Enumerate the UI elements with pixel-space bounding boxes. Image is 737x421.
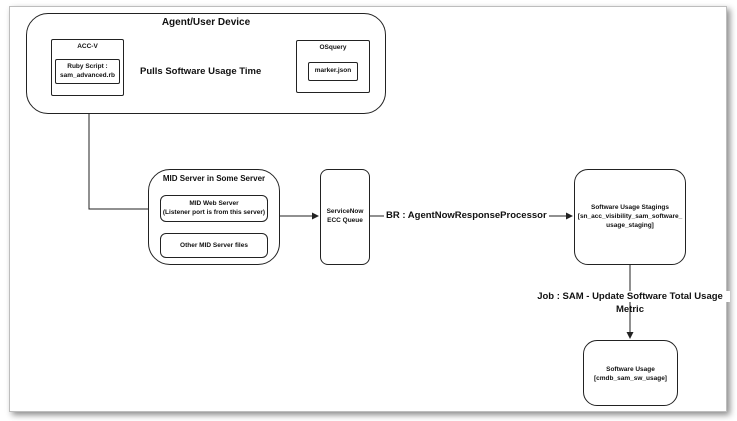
- ruby-script-label-1: Ruby Script :: [67, 63, 108, 70]
- other-mid-files-label: Other MID Server files: [180, 242, 248, 249]
- mid-web-server-label-1: MID Web Server: [189, 200, 239, 207]
- marker-json-box: [308, 62, 358, 81]
- software-usage-label-2: [cmdb_sam_sw_usage]: [594, 375, 667, 382]
- staging-label-2: [sn_acc_visibility_sam_software_: [577, 213, 683, 220]
- ecc-queue-label-1: ServiceNow: [326, 208, 364, 215]
- ruby-script-label-2: sam_advanced.rb: [60, 72, 115, 79]
- br-edge-label: BR : AgentNowResponseProcessor: [384, 210, 549, 221]
- edge-accv-to-mid-web: [88, 96, 159, 213]
- job-edge-label-2: Metric: [616, 304, 644, 315]
- software-usage-box: [583, 340, 678, 406]
- staging-label-1: Software Usage Stagings: [590, 204, 670, 211]
- acc-v-title: ACC-V: [77, 43, 98, 50]
- mid-web-server-label-2: (Listener port is from this server): [162, 209, 266, 216]
- software-usage-label-1: Software Usage: [606, 366, 655, 373]
- staging-box: [574, 169, 686, 265]
- pull-edge-label: Pulls Software Usage Time: [138, 66, 264, 77]
- mid-server-title: MID Server in Some Server: [162, 174, 266, 183]
- other-mid-files-box: [160, 233, 268, 258]
- staging-label-3: usage_staging]: [606, 222, 654, 229]
- marker-json-label: marker.json: [314, 67, 352, 74]
- osquery-title: OSquery: [319, 44, 347, 51]
- ruby-script-box: [55, 59, 120, 84]
- ecc-queue-label-2: ECC Queue: [327, 217, 363, 224]
- job-edge-label-1: Job : SAM - Update Software Total Usage: [530, 291, 730, 303]
- mid-web-server-box: [160, 195, 268, 222]
- agent-device-title: Agent/User Device: [161, 17, 251, 28]
- ecc-queue-box: [320, 169, 370, 265]
